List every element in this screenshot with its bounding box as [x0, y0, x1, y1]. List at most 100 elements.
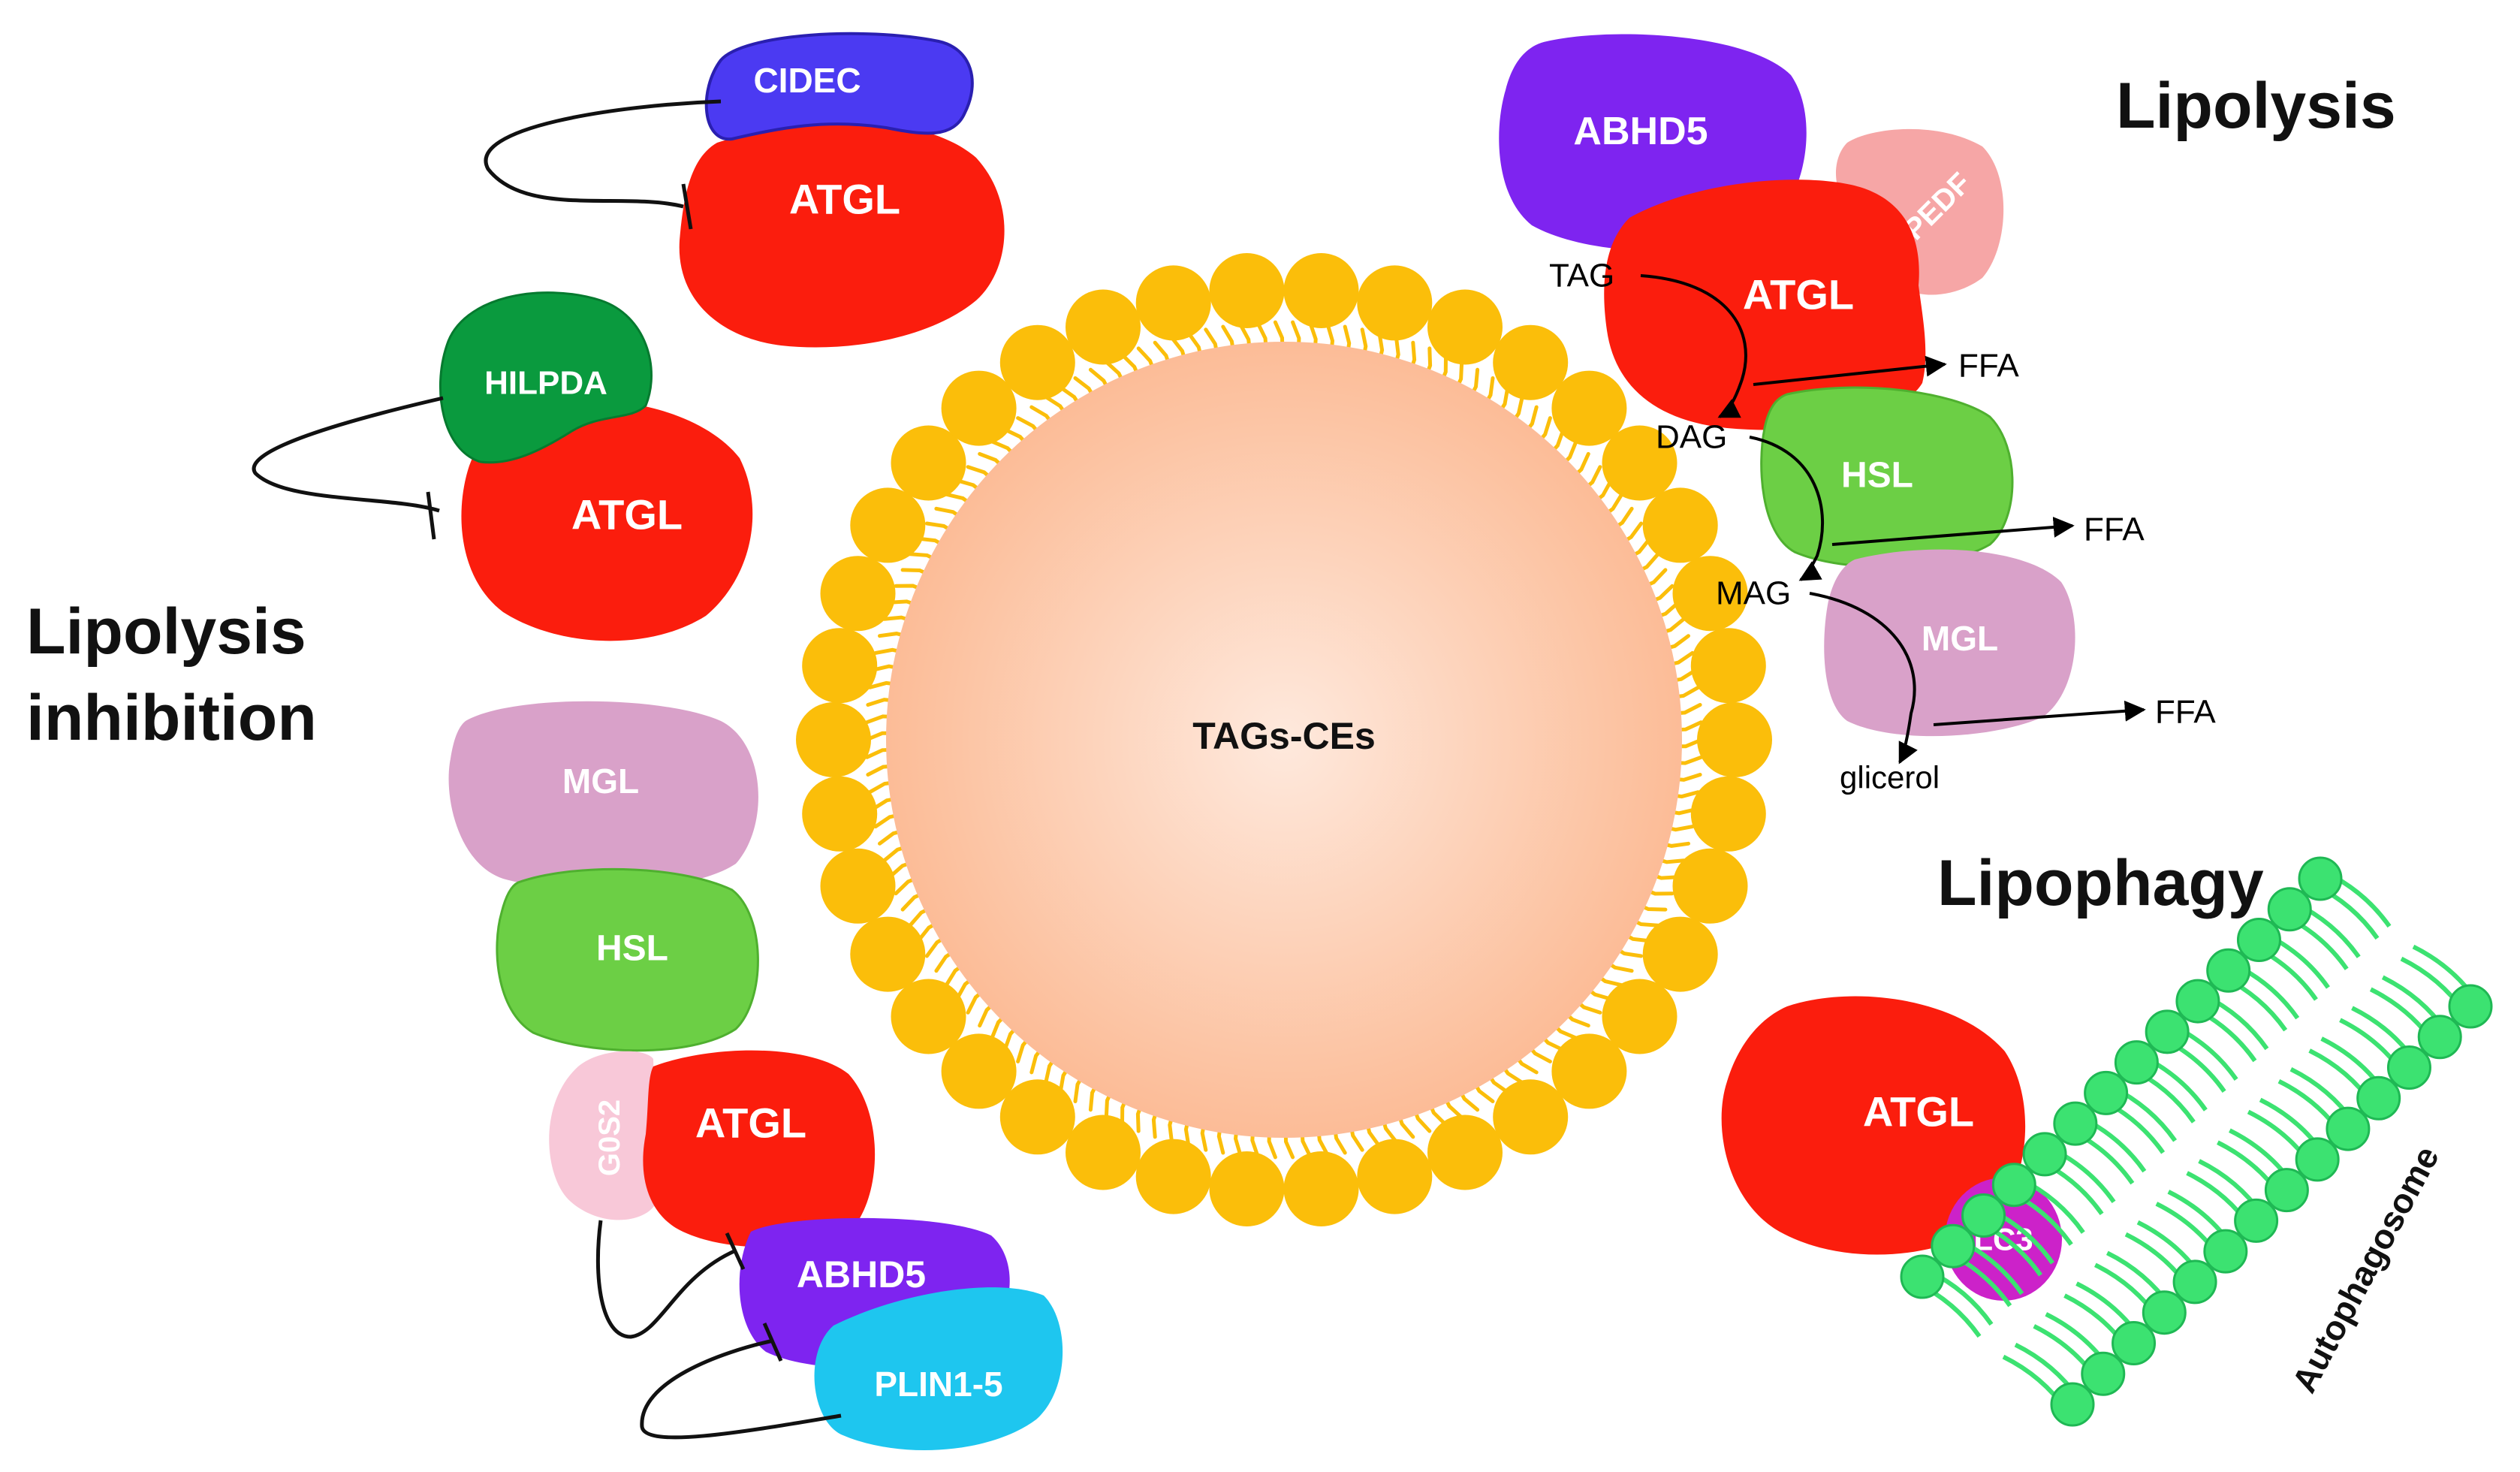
mgl-left-shape — [448, 701, 758, 891]
membrane-head — [1427, 289, 1503, 365]
autophagosome-head — [1900, 1254, 1945, 1299]
membrane-head — [1690, 628, 1766, 704]
autophagosome-head — [2084, 1070, 2129, 1115]
autophagosome-head — [2386, 1045, 2431, 1090]
membrane-head — [820, 556, 896, 632]
atgl-lipophagy-label: ATGL — [1863, 1088, 1974, 1136]
g0s2-shape — [549, 1051, 657, 1220]
membrane-head — [1066, 1115, 1141, 1190]
autophagosome-head — [2050, 1382, 2095, 1427]
atgl-top-shape — [679, 122, 1005, 348]
cidec-label: CIDEC — [753, 61, 861, 100]
membrane-head — [941, 370, 1017, 446]
lipolysis-complex: ABHD5 PEDF ATGL HSL MGL — [1499, 34, 2075, 737]
membrane-head — [1602, 979, 1677, 1054]
autophagosome-head — [2326, 1106, 2371, 1151]
membrane-head — [1283, 253, 1359, 328]
inhibition-cidec-bar — [681, 183, 693, 230]
membrane-head — [891, 425, 966, 501]
abhd5-plin-complex: ABHD5 PLIN1-5 — [739, 1217, 1063, 1451]
ffa-1-arrow — [1753, 355, 1947, 386]
dag-label: DAG — [1656, 419, 1727, 456]
membrane-head — [1551, 370, 1627, 446]
ffa-2-label: FFA — [2084, 511, 2145, 548]
atgl-top-complex: ATGL CIDEC — [679, 32, 1005, 348]
membrane-head — [1690, 776, 1766, 852]
hilpda-label: HILPDA — [484, 365, 607, 402]
autophagosome-head — [2022, 1132, 2067, 1177]
plin-shape — [814, 1287, 1063, 1451]
inhibition-plin — [640, 1338, 842, 1440]
mag-label: MAG — [1716, 575, 1791, 612]
membrane-head — [1357, 265, 1433, 341]
membrane-head — [802, 628, 878, 704]
autophagosome-head — [2267, 887, 2312, 932]
membrane-head — [1283, 1151, 1359, 1226]
membrane-head — [1427, 1115, 1503, 1190]
mgl-left: MGL — [448, 701, 758, 891]
autophagosome-head — [2234, 1198, 2279, 1243]
droplet-core — [886, 342, 1682, 1138]
inhibition-arrows — [252, 99, 842, 1440]
abhd5-top-label: ABHD5 — [1573, 110, 1708, 153]
autophagosome-head — [2145, 1009, 2190, 1054]
membrane-head — [891, 979, 966, 1054]
abhd5-bottom-label: ABHD5 — [797, 1253, 926, 1296]
membrane-head — [1135, 265, 1211, 341]
hsl-left-label: HSL — [596, 929, 668, 969]
heading-inhibition-line2: inhibition — [26, 682, 317, 754]
membrane-head — [1135, 1139, 1211, 1214]
g0s2-label: G0S2 — [593, 1099, 626, 1176]
membrane-head — [1602, 425, 1677, 501]
mgl-left-label: MGL — [562, 762, 639, 801]
membrane-head — [1209, 1151, 1285, 1226]
atgl-left-label: ATGL — [571, 491, 683, 538]
autophagosome-head — [1961, 1193, 2006, 1238]
membrane-head — [820, 848, 896, 924]
ffa-3-label: FFA — [2155, 694, 2216, 731]
ffa-2-arrow — [1831, 517, 2075, 546]
autophagosome-head — [2203, 1229, 2248, 1274]
ffa-3-arrow — [1933, 700, 2146, 726]
mag-to-glycerol-arrow — [1809, 592, 1918, 765]
atgl-lipophagy-shape — [1721, 996, 2026, 1255]
hilpda-shape — [439, 291, 653, 464]
glycerol-label: glicerol — [1840, 760, 1940, 795]
membrane-head — [1493, 1079, 1569, 1155]
autophagosome-head — [2142, 1290, 2187, 1335]
hsl-left: HSL — [496, 867, 759, 1052]
tag-label: TAG — [1549, 258, 1614, 294]
autophagosome-head — [2264, 1168, 2309, 1213]
mgl-right-shape — [1824, 549, 2075, 737]
autophagosome-head — [2448, 984, 2493, 1029]
membrane-head — [1642, 487, 1718, 563]
autophagosome-head — [2172, 1259, 2217, 1305]
autophagosome-head — [2295, 1137, 2340, 1182]
autophagosome-head — [1991, 1163, 2036, 1208]
autophagosome-bilayer — [1900, 856, 2493, 1427]
inhibition-cidec — [484, 99, 722, 209]
atgl-bottom-label: ATGL — [695, 1099, 806, 1147]
autophagosome-head — [2298, 856, 2343, 901]
autophagosome-head — [2175, 979, 2220, 1024]
atgl-top-label: ATGL — [789, 176, 900, 223]
heading-lipophagy: Lipophagy — [1937, 847, 2264, 919]
atgl-left-complex: ATGL HILPDA — [439, 291, 753, 641]
cidec-shape — [704, 32, 974, 141]
atgl-right-label: ATGL — [1743, 271, 1854, 318]
atgl-bottom-complex: G0S2 ATGL — [549, 1050, 876, 1247]
plin-label: PLIN1-5 — [874, 1365, 1002, 1404]
autophagosome-head — [2417, 1015, 2462, 1060]
heading-inhibition-line1: Lipolysis — [26, 596, 306, 668]
membrane-head — [796, 702, 871, 777]
hsl-left-shape — [496, 867, 759, 1052]
membrane-head — [1209, 253, 1285, 328]
atgl-bottom-shape — [643, 1050, 876, 1247]
atgl-right-shape — [1604, 179, 1926, 430]
heading-lipolysis: Lipolysis — [2116, 70, 2396, 142]
membrane-head — [802, 776, 878, 852]
membrane-head — [1642, 916, 1718, 992]
autophagosome-head — [1931, 1223, 1976, 1268]
membrane-head — [1493, 324, 1569, 400]
autophagosome-head — [2356, 1075, 2401, 1121]
